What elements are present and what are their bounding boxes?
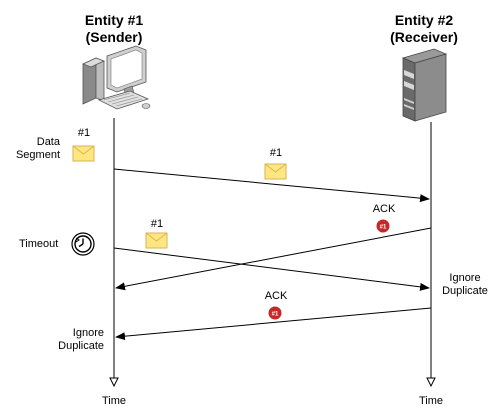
ack2-arrow — [115, 307, 432, 341]
ack1-badge: #1 — [375, 218, 391, 234]
ignore-duplicate-right-label: Ignore Duplicate — [442, 272, 488, 298]
entity2-role: (Receiver) — [390, 29, 458, 45]
envelope-icon-initial — [72, 145, 95, 162]
ignore-duplicate-left-label: Ignore Duplicate — [40, 327, 104, 353]
data-segment-label-line1: Data — [36, 136, 60, 148]
ack2-label: ACK — [264, 290, 288, 302]
data-segment-label: Data Segment — [4, 136, 60, 162]
timeout-label: Timeout — [19, 238, 59, 250]
ignore-duplicate-left-line2: Duplicate — [58, 340, 104, 352]
entity1-title: Entity #1 (Sender) — [85, 12, 143, 46]
ack1-label: ACK — [372, 203, 396, 215]
data-segment-arrow — [113, 168, 430, 203]
ack2-badge-text: #1 — [272, 312, 279, 318]
server-icon — [401, 48, 448, 122]
entity2-name: Entity #2 — [394, 12, 454, 28]
desktop-computer-icon — [81, 45, 151, 110]
ignore-duplicate-right-line2: Duplicate — [442, 285, 488, 297]
entity1-role: (Sender) — [85, 29, 143, 45]
ack1-badge-text: #1 — [380, 225, 387, 231]
entity1-name: Entity #1 — [84, 12, 144, 28]
timeout-clock-icon — [71, 232, 95, 256]
retransmit-arrow — [113, 247, 430, 291]
entity2-title: Entity #2 (Receiver) — [390, 12, 458, 46]
ack2-badge: #1 — [267, 305, 283, 321]
segment-initial-label: #1 — [77, 127, 91, 139]
envelope-icon-resent — [145, 232, 168, 249]
ignore-duplicate-left-line1: Ignore — [72, 327, 104, 339]
time-right-label: Time — [418, 395, 444, 407]
segment-resent-label: #1 — [150, 218, 164, 230]
receiver-lifeline-end-arrow — [426, 377, 436, 388]
time-left-label: Time — [101, 395, 127, 407]
ack1-arrow — [115, 227, 432, 291]
data-segment-label-line2: Segment — [15, 149, 60, 161]
sender-lifeline-end-arrow — [109, 377, 119, 388]
envelope-icon-in-flight — [264, 163, 287, 180]
ignore-duplicate-right-line1: Ignore — [449, 272, 481, 284]
segment-in-flight-label: #1 — [269, 147, 283, 159]
